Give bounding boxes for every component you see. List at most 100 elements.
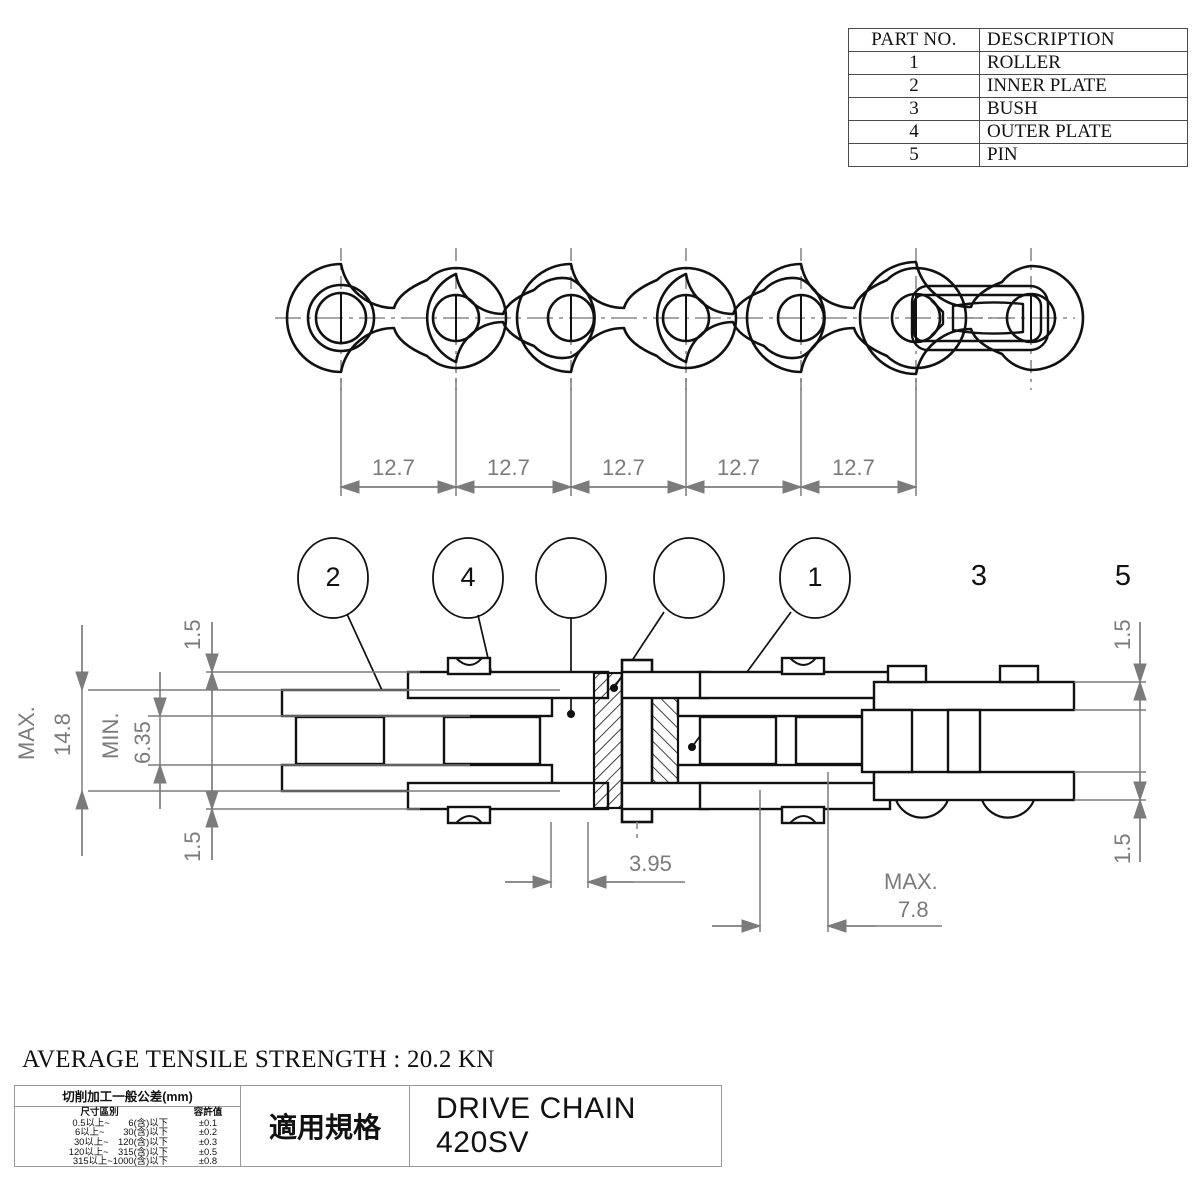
bush-stub-bottom: [780, 805, 826, 825]
tolerance-table-body: 尺寸區別 容許值 0.5以上~ 6(含)以下 ±0.1 6以上~ 30(含)以下…: [15, 1107, 240, 1166]
inner-plate-bottom-right-b: [698, 781, 892, 811]
tensile-strength-note: AVERAGE TENSILE STRENGTH : 20.2 KN: [22, 1046, 495, 1073]
balloon-label-2: 2: [325, 562, 341, 592]
title-block: 切削加工一般公差(mm) 尺寸區別 容許值 0.5以上~ 6(含)以下 ±0.1…: [14, 1085, 722, 1167]
balloon-label-1: 1: [807, 562, 823, 592]
tolerance-range: 0.5以上~ 6(含)以下: [72, 1116, 168, 1128]
tolerance-range: 30以上~ 120(含)以下: [73, 1135, 168, 1147]
min-height-prefix: MIN.: [98, 712, 123, 760]
bush-hatched-left: [592, 671, 624, 810]
inner-link-plate: [655, 272, 826, 364]
balloon-label-4: 4: [460, 562, 476, 592]
outer-link-plate: [285, 262, 508, 374]
tolerance-range: 6以上~ 30(含)以下: [75, 1126, 168, 1138]
pitch-dimension-label: 12.7: [717, 455, 760, 480]
inner-plate-top-right-a: [620, 670, 710, 700]
right-bottom-gap-label: 1.5: [1110, 833, 1135, 865]
bush-arc-bottom: [789, 815, 817, 824]
master-link-clip: [910, 284, 1050, 352]
tolerance-header-value: 容許值: [193, 1106, 223, 1118]
pin-head-top-a: [886, 664, 928, 684]
callout-label-5: 5: [1114, 560, 1132, 592]
tolerance-table-cell: 切削加工一般公差(mm) 尺寸區別 容許值 0.5以上~ 6(含)以下 ±0.1…: [15, 1086, 241, 1166]
table-row: 0.5以上~ 6(含)以下 ±0.1: [19, 1116, 236, 1128]
max-height-value: 14.8: [50, 713, 75, 757]
pin-centerlines: [340, 248, 1032, 390]
part-desc-cell: PIN: [979, 142, 1188, 167]
roller-body: [860, 708, 914, 774]
roller-outer-circle: [306, 283, 376, 353]
spec-label: 適用規格: [241, 1086, 410, 1166]
chain-side-view: [275, 248, 1085, 390]
pitch-dimension-set: [339, 378, 918, 496]
tolerance-table-title: 切削加工一般公差(mm): [15, 1086, 240, 1107]
table-row: 315以上~1000(含)以下 ±0.8: [19, 1156, 236, 1166]
bush-arc-top: [789, 657, 817, 666]
left-top-gap-label: 1.5: [180, 619, 205, 651]
inner-plate-bottom-left: [406, 781, 610, 811]
section-left-dimensions: [75, 622, 560, 860]
pitch-dimension-label: 12.7: [372, 455, 415, 480]
inner-link-plate: [425, 272, 596, 364]
balloon-blank-1: [535, 537, 607, 619]
inner-plate-top-left: [406, 670, 610, 700]
pin-end-arc: [894, 799, 950, 819]
min-height-value: 6.35: [130, 721, 155, 765]
table-row: 30以上~ 120(含)以下 ±0.3: [19, 1137, 236, 1147]
pitch-dimension-label: 12.7: [602, 455, 645, 480]
right-top-gap-label: 1.5: [1110, 619, 1135, 651]
pin-end-arc: [980, 799, 1036, 819]
bush-stub-top: [446, 656, 492, 676]
roller-body: [698, 715, 778, 766]
outer-plate-top-far: [872, 680, 1076, 712]
bush-arc-bottom: [455, 815, 483, 824]
tolerance-value: ±0.5: [198, 1145, 218, 1157]
bush-arc-top: [455, 657, 483, 666]
drawing-name: DRIVE CHAIN 420SV: [436, 1092, 636, 1159]
tolerance-range: 315以上~1000(含)以下: [72, 1155, 168, 1167]
table-row: 120以上~ 315(含)以下 ±0.5: [19, 1145, 236, 1157]
tolerance-range: 120以上~ 315(含)以下: [68, 1145, 168, 1157]
pin-shaft: [946, 708, 982, 774]
bush-stub-top: [780, 656, 826, 676]
tolerance-header-row: 尺寸區別 容許值: [19, 1106, 236, 1118]
balloon-callouts: [297, 537, 851, 619]
parts-table-header-part-no: PART NO.: [848, 28, 980, 52]
master-link-plate: [858, 260, 1085, 376]
section-right-dimensions: [1074, 622, 1147, 862]
tolerance-value: ±0.3: [198, 1135, 218, 1147]
tolerance-table: 尺寸區別 容許值 0.5以上~ 6(含)以下 ±0.1 6以上~ 30(含)以下…: [19, 1106, 236, 1166]
callout-label-3: 3: [970, 560, 988, 592]
table-row: 5 PIN: [848, 142, 1188, 167]
tolerance-value: ±0.8: [198, 1155, 218, 1167]
outer-link-plate: [515, 262, 738, 374]
tolerance-header-range: 尺寸區別: [80, 1106, 119, 1118]
balloon-blank-2: [653, 537, 725, 619]
master-link-clip-tab: [951, 301, 1025, 335]
roller-body: [794, 715, 874, 766]
inner-plate-top-right-b: [698, 670, 892, 700]
outer-plate-bottom-far: [872, 770, 1076, 802]
table-row: 6以上~ 30(含)以下 ±0.2: [19, 1127, 236, 1137]
tolerance-value: ±0.1: [198, 1116, 218, 1128]
pitch-dimension-label: 12.7: [487, 455, 530, 480]
bush-stub-bottom: [446, 805, 492, 825]
roller-body: [442, 715, 542, 766]
parts-list-table: PART NO. DESCRIPTION 1 ROLLER 2 INNER PL…: [848, 28, 1188, 167]
left-bottom-gap-label: 1.5: [180, 831, 205, 863]
dimension-extension-lines: [340, 378, 917, 496]
pitch-dimension-label: 12.7: [832, 455, 875, 480]
balloon-2: [297, 537, 369, 619]
balloon-4: [432, 537, 504, 619]
table-row: 4 OUTER PLATE: [848, 119, 1188, 144]
pin-head-top-b: [998, 664, 1040, 684]
roller-width-value: 7.8: [898, 897, 929, 922]
chain-section-view: [280, 656, 1076, 838]
section-bottom-dimensions: [505, 772, 942, 933]
roller-width-prefix: MAX.: [884, 869, 938, 894]
roller-body: [294, 715, 386, 766]
inner-plate-bottom-right-a: [620, 781, 710, 811]
max-height-prefix: MAX.: [14, 706, 39, 760]
